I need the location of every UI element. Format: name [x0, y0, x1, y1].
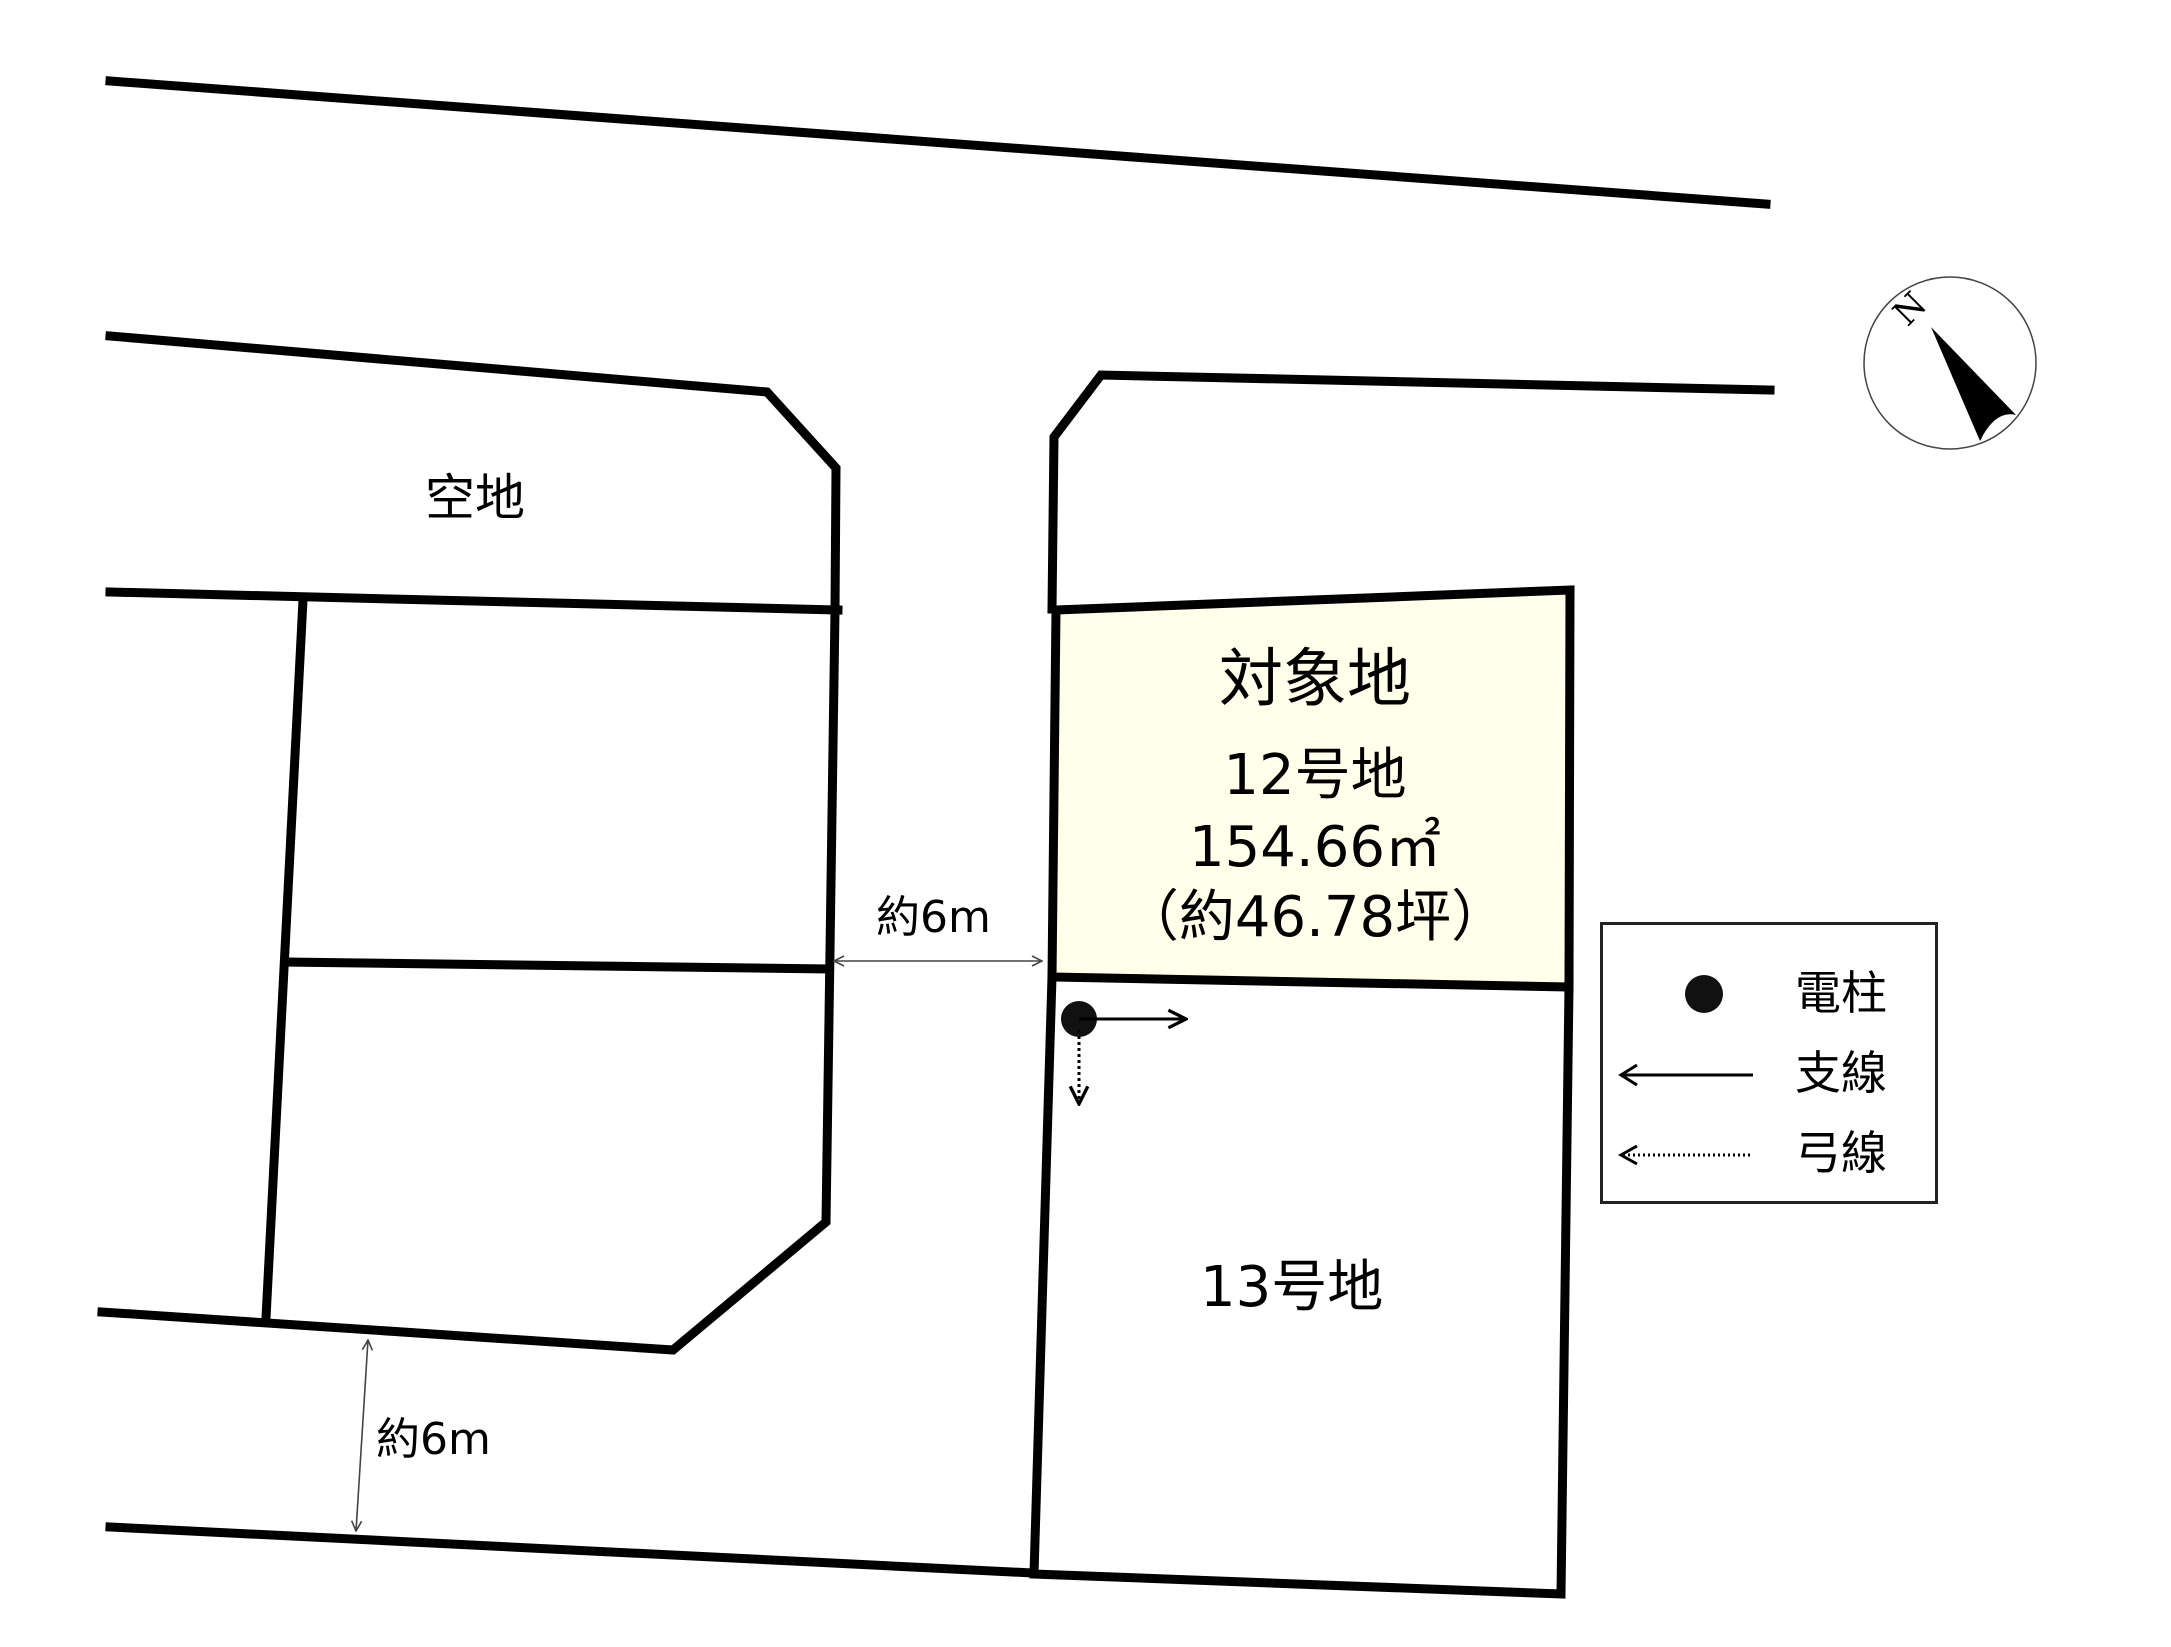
solid-arrow-icon: [1618, 1063, 1753, 1087]
road-width-label-horizontal: 約6m: [876, 892, 991, 943]
vacant-lot-label: 空地: [425, 469, 525, 527]
legend-label-bow-wire: 弓線: [1795, 1126, 1887, 1180]
legend-label-guy-wire: 支線: [1795, 1046, 1887, 1100]
vacant-lot-south-edge: [105, 587, 843, 615]
utility-pole-symbol: [1061, 1001, 1186, 1104]
vacant-lot-boundary: [105, 331, 841, 616]
compass-needle-icon: [1931, 327, 2016, 441]
lot-13-boundary: [1029, 972, 1574, 1599]
legend-item-bow-wire: 弓線: [1603, 1120, 1935, 1190]
target-lot-number: 12号地: [1223, 743, 1407, 808]
right-block-north-boundary: [1047, 370, 1775, 614]
left-lot-divider-horizontal: [281, 957, 831, 974]
target-lot-area-sqm: 154.66㎡: [1189, 815, 1441, 880]
legend-label-utility-pole: 電柱: [1795, 966, 1887, 1020]
target-lot-area-tsubo: （約46.78坪）: [1122, 885, 1508, 950]
legend-item-guy-wire: 支線: [1603, 1040, 1935, 1110]
lot-13-label: 13号地: [1200, 1255, 1384, 1320]
dimension-line-vertical: [356, 1340, 368, 1531]
utility-pole-icon: [1685, 975, 1723, 1013]
road-edge-north: [105, 76, 1771, 209]
left-block-east-boundary: [97, 606, 840, 1355]
legend-box: 電柱 支線 弓線: [1600, 922, 1938, 1204]
legend-item-utility-pole: 電柱: [1603, 960, 1935, 1030]
target-lot-title: 対象地: [1219, 643, 1411, 717]
road-edge-south: [105, 1522, 1038, 1578]
road-width-label-vertical: 約6m: [376, 1414, 491, 1465]
dotted-arrow-icon: [1617, 1144, 1753, 1166]
north-compass: N: [1863, 276, 2037, 450]
